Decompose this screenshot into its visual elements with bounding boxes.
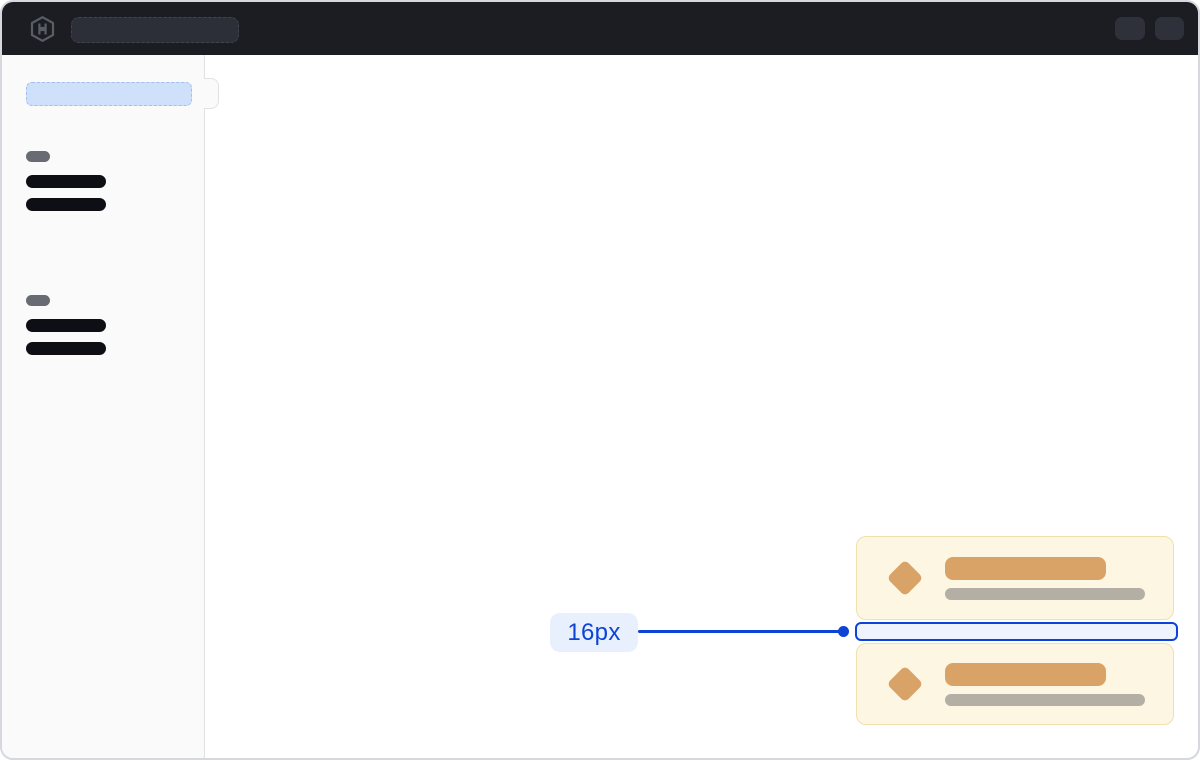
- sidebar-nav-item-skeleton-3[interactable]: [26, 319, 106, 332]
- search-input-skeleton[interactable]: [71, 17, 239, 43]
- nav-action-skeleton-1[interactable]: [1115, 17, 1145, 40]
- sidebar-toggle[interactable]: [204, 78, 219, 109]
- gap-highlight-box: [855, 622, 1178, 641]
- top-nav: [2, 2, 1198, 55]
- list-card-1[interactable]: [856, 536, 1174, 620]
- card-text-skeleton: [945, 556, 1145, 600]
- sidebar: [2, 55, 205, 758]
- sidebar-section-label-skeleton-2: [26, 295, 50, 306]
- diamond-icon: [886, 665, 924, 703]
- sidebar-section-label-skeleton-1: [26, 151, 50, 162]
- card-text-skeleton: [945, 662, 1145, 706]
- card-title-skeleton: [945, 662, 1106, 686]
- sidebar-nav-item-skeleton-2[interactable]: [26, 198, 106, 211]
- card-title-skeleton: [945, 556, 1106, 580]
- nav-action-skeleton-2[interactable]: [1155, 17, 1184, 40]
- list-card-2[interactable]: [856, 643, 1174, 725]
- measure-dot: [838, 626, 849, 637]
- card-subtitle-skeleton: [945, 693, 1145, 706]
- sidebar-active-item-skeleton[interactable]: [26, 82, 192, 106]
- diamond-icon: [886, 559, 924, 597]
- gap-size-label: 16px: [550, 613, 638, 652]
- sidebar-nav-item-skeleton-4[interactable]: [26, 342, 106, 355]
- sidebar-nav-item-skeleton-1[interactable]: [26, 175, 106, 188]
- measure-line: [638, 630, 841, 633]
- hashicorp-logo-icon: [30, 16, 55, 42]
- card-subtitle-skeleton: [945, 587, 1145, 600]
